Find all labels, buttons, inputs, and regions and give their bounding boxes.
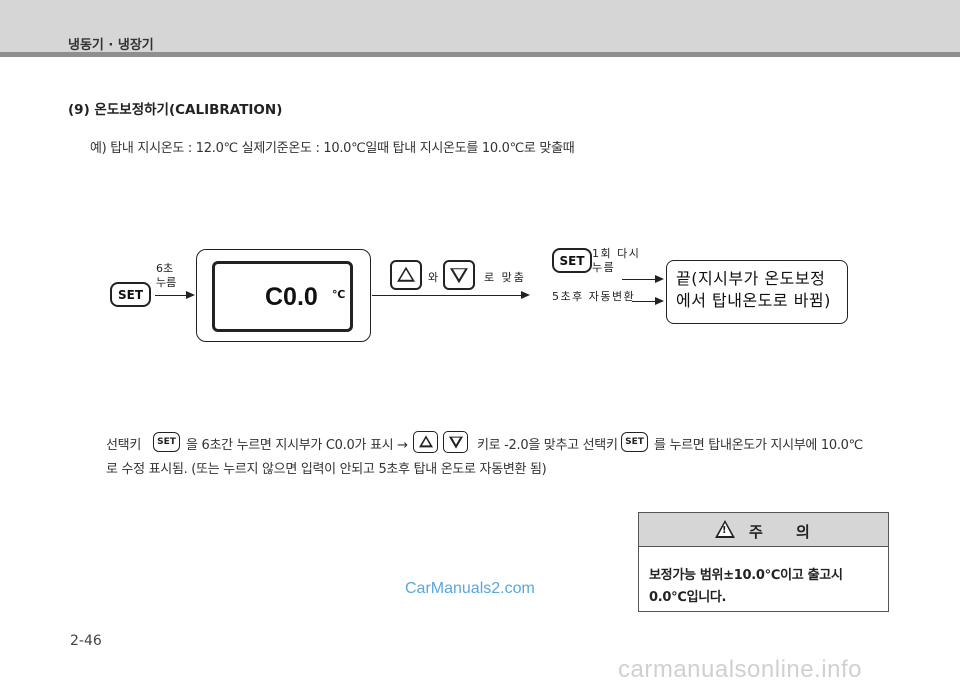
chapter-title: 냉동기 · 냉장기	[68, 38, 154, 53]
page-header	[0, 0, 960, 56]
set-key-inline-2: SET	[621, 432, 648, 452]
arrow-lower	[632, 301, 656, 302]
caution-box: ! 주 의 보정가능 범위±10.0℃이고 출고시 0.0℃입니다.	[638, 512, 889, 612]
result-text: 끝(지시부가 온도보정 에서 탑내온도로 바뀜)	[676, 268, 831, 312]
set-key-again: SET	[552, 248, 592, 273]
watermark: CarManuals2.com	[405, 580, 535, 597]
page-number: 2-46	[70, 633, 102, 649]
display-value: C0.0	[265, 283, 318, 311]
auto-convert-label: 5초후 자동변환	[552, 290, 636, 303]
up-triangle-icon	[397, 266, 415, 282]
instruction-line2: 로 수정 표시됨. (또는 누르지 않으면 입력이 안되고 5초후 탑내 온도로…	[106, 462, 547, 477]
up-key-inline	[413, 431, 438, 453]
exclamation-icon: !	[722, 525, 727, 536]
up-triangle-inline-icon	[418, 435, 433, 448]
hold-label-line1: 6초	[156, 262, 174, 275]
warning-icon	[715, 520, 735, 538]
result-line2: 에서 탑내온도로 바뀜)	[676, 291, 831, 310]
arrowhead-lower	[655, 297, 664, 305]
caution-body: 보정가능 범위±10.0℃이고 출고시 0.0℃입니다.	[649, 568, 843, 605]
arrowhead-to-result	[521, 291, 530, 299]
arrow-upper	[622, 279, 656, 280]
display-screen	[212, 261, 353, 332]
hold-label: 6초 누름	[156, 262, 176, 290]
down-triangle-icon	[450, 268, 468, 284]
instruction-part2: 을 6초간 누르면 지시부가 C0.0가 표시 →	[186, 438, 408, 453]
footer-watermark: carmanualsonline.info	[618, 656, 862, 683]
instruction-part4: 를 누르면 탑내온도가 지시부에 10.0℃	[654, 438, 863, 453]
down-key	[443, 260, 475, 290]
press-again-label: 1회 다시 누름	[592, 247, 640, 275]
match-label: 로 맞춤	[484, 271, 526, 284]
down-triangle-inline-icon	[448, 436, 463, 449]
down-key-inline	[443, 431, 468, 453]
display-unit: ℃	[332, 288, 346, 301]
instruction-part1: 선택키	[106, 438, 141, 453]
press-again-line2: 누름	[592, 261, 616, 274]
up-key	[390, 260, 422, 290]
result-line1: 끝(지시부가 온도보정	[676, 269, 826, 288]
caution-title: 주 의	[749, 523, 824, 541]
header-rule	[0, 52, 960, 57]
hold-label-line2: 누름	[156, 276, 177, 289]
arrow-to-result	[372, 295, 522, 296]
press-again-line1: 1회 다시	[592, 247, 641, 260]
caution-header: ! 주 의	[639, 513, 888, 547]
section-title: (9) 온도보정하기(CALIBRATION)	[68, 102, 283, 118]
example-text: 예) 탑내 지시온도 : 12.0℃ 실제기준온도 : 10.0℃일때 탑내 지…	[90, 141, 575, 156]
set-key-inline: SET	[153, 432, 180, 452]
arrowhead-to-display	[186, 291, 195, 299]
result-box	[666, 260, 848, 324]
arrow-to-display	[155, 295, 187, 296]
instruction-part3: 키로 -2.0을 맞추고 선택키	[477, 438, 618, 453]
wa-label: 와	[428, 271, 439, 284]
set-key: SET	[110, 282, 151, 307]
arrowhead-upper	[655, 275, 664, 283]
